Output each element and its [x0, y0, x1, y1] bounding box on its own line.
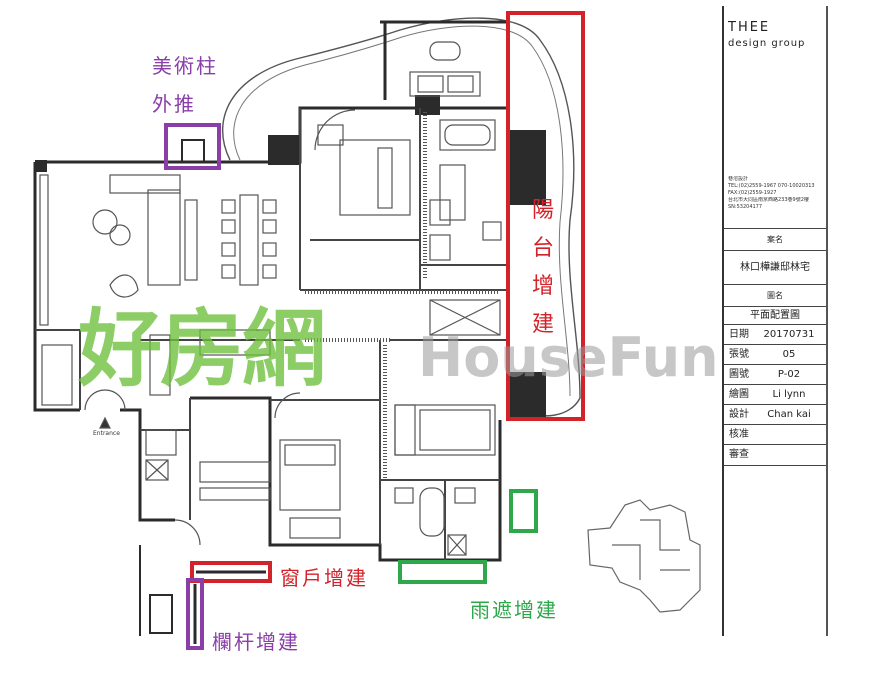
- drawing-name-header: 圖名: [724, 284, 826, 307]
- living-room-furniture: [39, 174, 198, 326]
- contact-info: 巷溶設計 TEL:(02)2559-1967 070-10020313 FAX:…: [728, 176, 824, 211]
- key-plan: [587, 499, 701, 613]
- bedroom-three-furniture: [274, 392, 341, 539]
- info-row-drafter: 繪圖 Li lynn: [724, 384, 826, 405]
- drawing-name: 平面配置圖: [724, 306, 826, 325]
- balcony-addition-char-2: 台: [531, 236, 554, 261]
- canopy-addition-label: 雨遮增建: [470, 598, 558, 622]
- case-name-header: 案名: [724, 228, 826, 251]
- balcony-addition-char-3: 增: [531, 274, 554, 299]
- info-row-date: 日期 20170731: [724, 324, 826, 345]
- balcony-addition-char-1: 陽: [531, 198, 554, 223]
- info-value: Chan kai: [767, 409, 811, 420]
- info-key: 核准: [729, 429, 749, 440]
- info-value: Li lynn: [772, 389, 806, 400]
- contact-line: SN:53204177: [728, 204, 763, 210]
- info-key: 設計: [729, 409, 749, 420]
- balcony-addition-char-4: 建: [531, 312, 554, 337]
- window-addition-marker: [190, 561, 272, 583]
- kitchen-furniture: [145, 334, 271, 546]
- master-bedroom-furniture: [314, 109, 501, 336]
- sheet-border: [826, 6, 828, 636]
- info-key: 日期: [729, 329, 749, 340]
- balcony-lounge-furniture: [409, 41, 481, 97]
- art-column-label: 美術柱: [152, 54, 218, 78]
- info-key: 圖號: [729, 369, 749, 380]
- info-value: 05: [782, 349, 796, 360]
- side-canopy-marker: [509, 489, 538, 533]
- wardrobe-strips: [305, 112, 500, 480]
- canopy-addition-marker: [398, 560, 487, 584]
- entrance-label: Entrance: [93, 430, 120, 437]
- info-row-drawing-no: 圖號 P-02: [724, 364, 826, 385]
- railing-addition-label: 欄杆增建: [212, 630, 300, 654]
- contact-line: 台北市大同區南京西路233巷9號2樓: [728, 197, 809, 203]
- entrance-area: [41, 344, 126, 429]
- brand-name: THEE: [728, 20, 771, 35]
- info-row-approval: 核准: [724, 424, 826, 445]
- art-column-marker: [164, 123, 221, 170]
- contact-line: 巷溶設計: [728, 176, 749, 182]
- annotation-boxes: [164, 11, 585, 650]
- contact-line: TEL:(02)2559-1967 070-10020313: [728, 183, 815, 189]
- info-value: P-02: [777, 369, 801, 380]
- structural-columns: [35, 95, 546, 417]
- window-addition-label: 窗戶增建: [280, 566, 368, 590]
- title-block: THEE design group 巷溶設計 TEL:(02)2559-1967…: [722, 6, 828, 636]
- bathroom-fixtures: [394, 199, 502, 556]
- info-key: 張號: [729, 349, 749, 360]
- push-out-label: 外推: [152, 92, 196, 116]
- contact-line: FAX:(02)2559-1927: [728, 190, 777, 196]
- bedroom-two-furniture: [394, 404, 496, 456]
- info-key: 審查: [729, 449, 749, 460]
- balcony-addition-label: 陽 台 增 建: [528, 192, 558, 344]
- art-column-inner: [181, 139, 205, 163]
- info-value: 20170731: [763, 329, 815, 340]
- lower-corridor: [139, 545, 173, 636]
- info-row-review: 審查: [724, 444, 826, 466]
- brand-subtitle: design group: [728, 38, 806, 49]
- balcony-curve-railing: [221, 17, 581, 417]
- railing-addition-marker: [186, 578, 204, 650]
- case-name: 林口樺謙邸林宅: [724, 250, 826, 285]
- info-key: 繪圖: [729, 389, 749, 400]
- info-row-designer: 設計 Chan kai: [724, 404, 826, 425]
- dining-set: [199, 194, 277, 356]
- balcony-curve-inner: [233, 25, 571, 397]
- balcony-addition-marker: [506, 11, 585, 421]
- info-row-sheet: 張號 05: [724, 344, 826, 365]
